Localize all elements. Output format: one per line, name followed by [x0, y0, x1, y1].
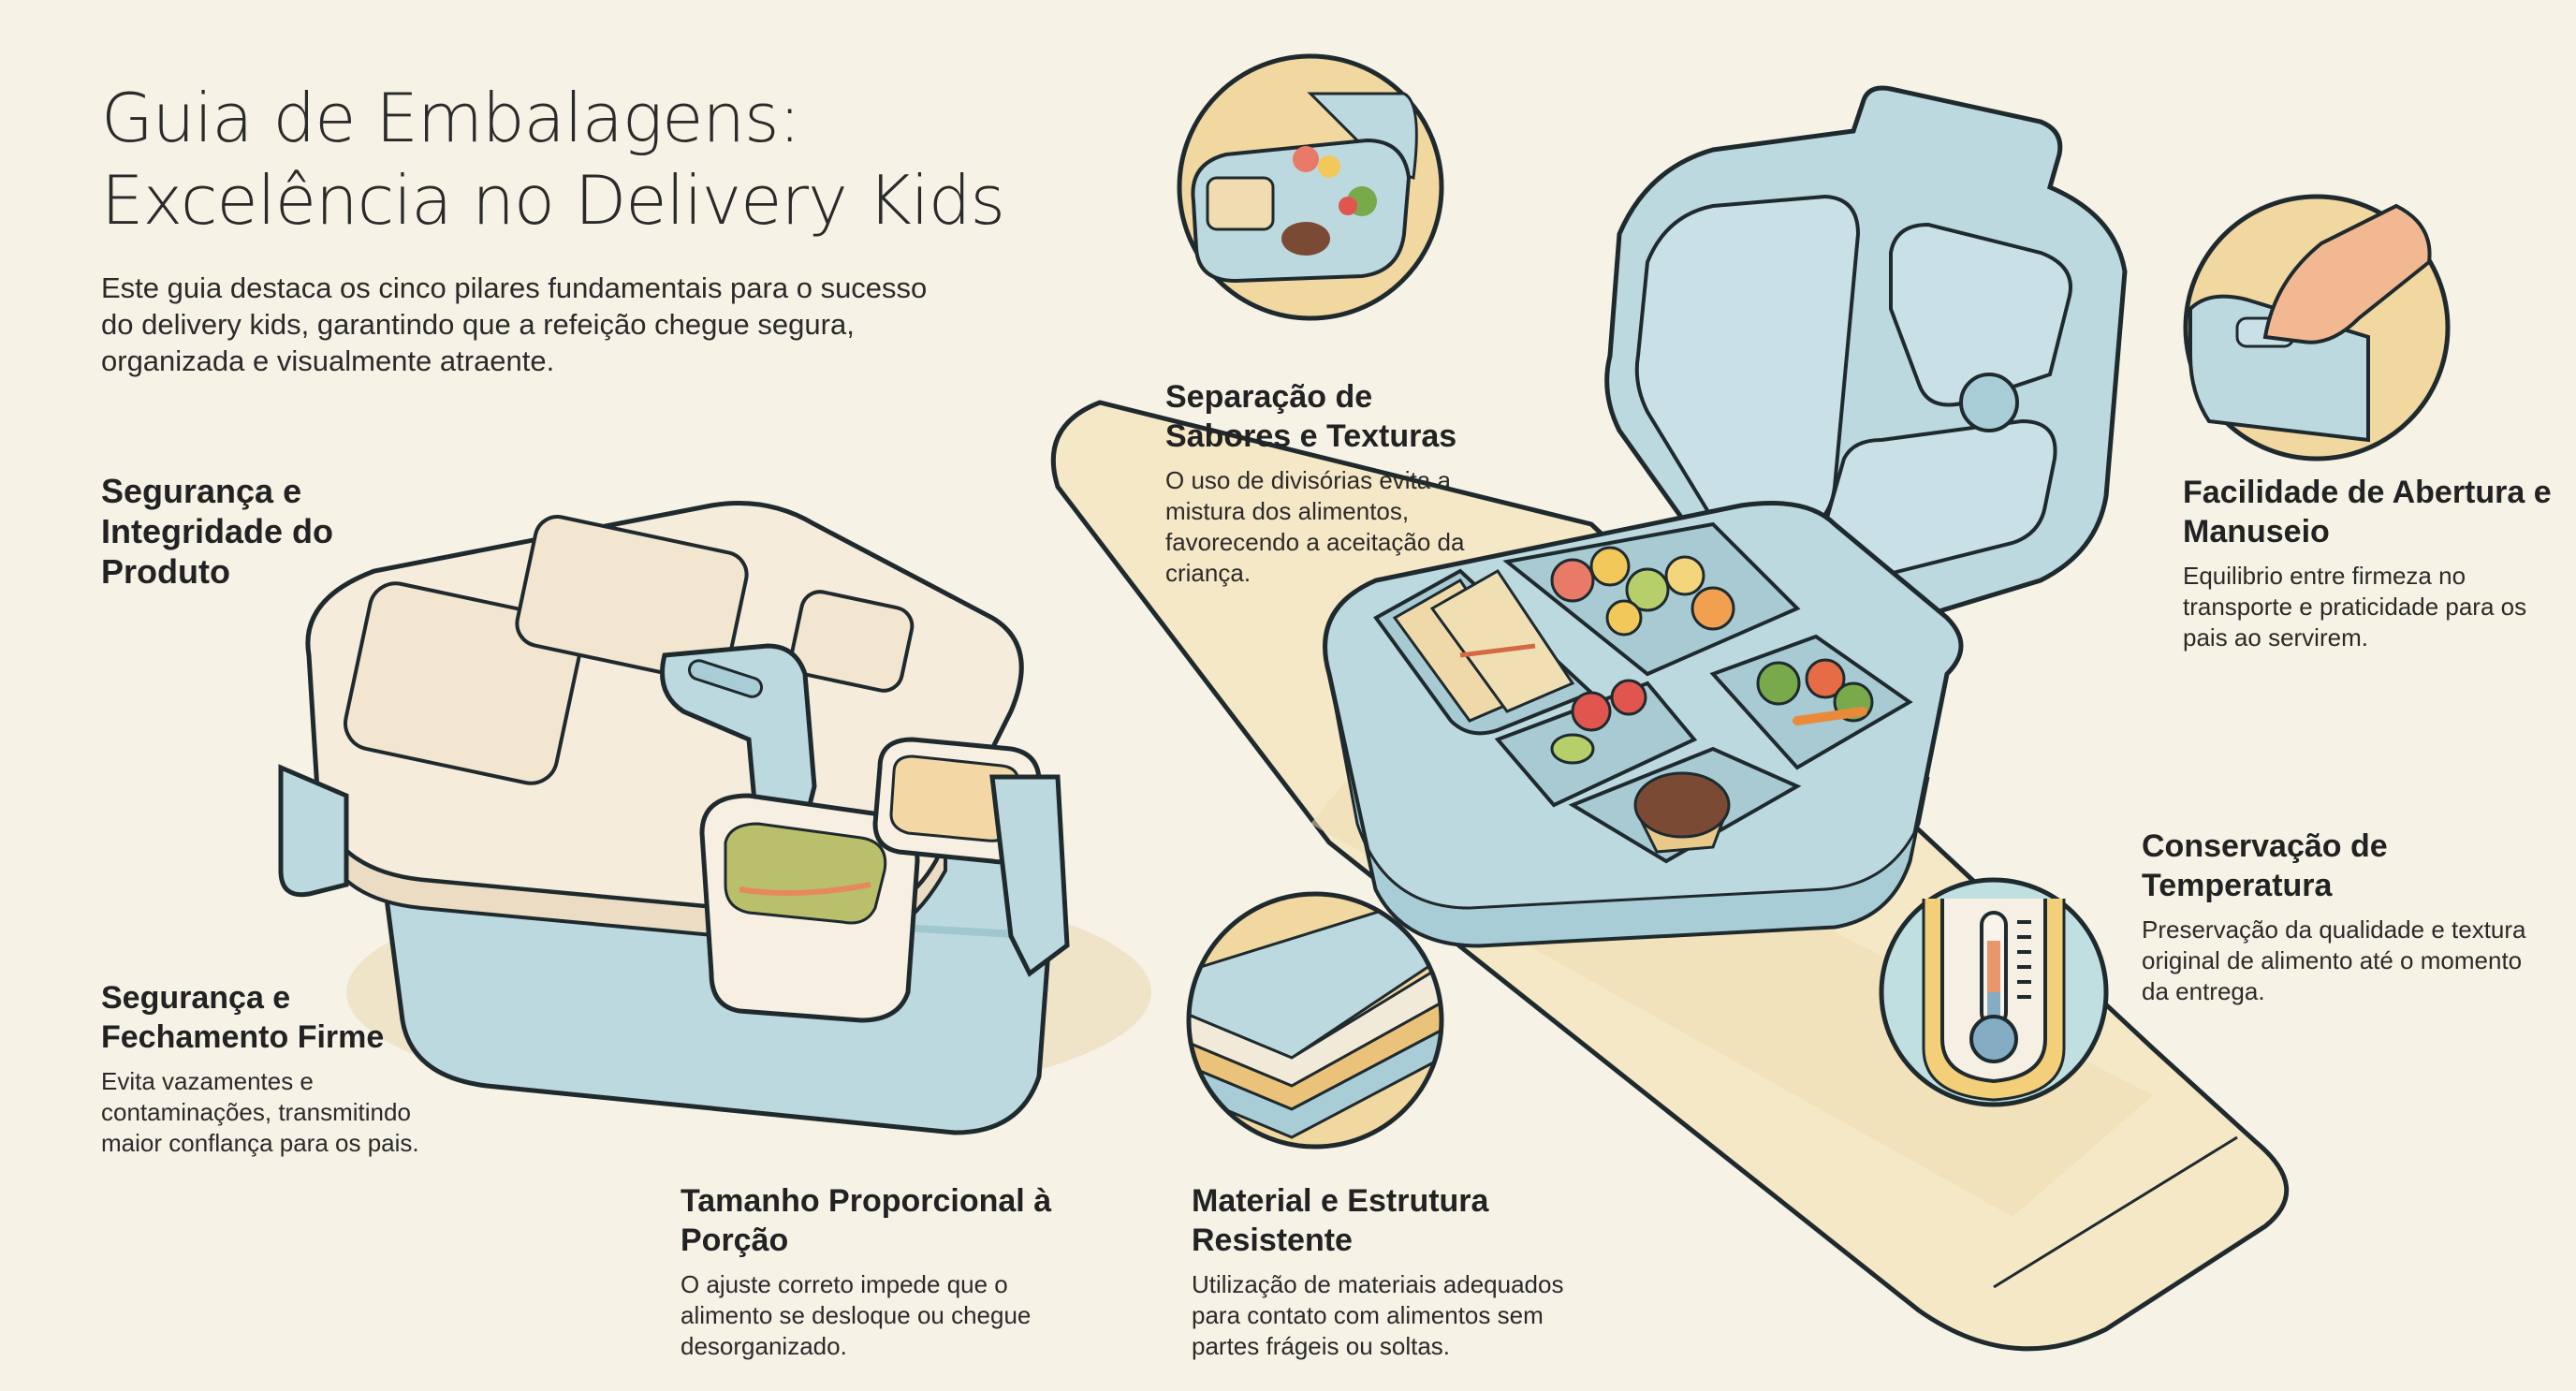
section-tamanho: Tamanho Proporcional à Porção O ajuste c… — [681, 1181, 1064, 1362]
section-abertura: Facilidade de Abertura e Manuseio Equili… — [2183, 473, 2576, 653]
section-temperatura: Conservação de Temperatura Preservação d… — [2142, 827, 2535, 1007]
page-title: Guia de Embalagens: Excelência no Delive… — [101, 77, 1149, 242]
section-description: Utilização de materiais adequados para c… — [1192, 1270, 1564, 1360]
section-description: O uso de divisórias evita a mistura dos … — [1165, 466, 1465, 587]
section-title: Tamanho Proporcional à Porção — [681, 1183, 1052, 1258]
section-separacao: Separação de Sabores e Texturas O uso de… — [1165, 377, 1484, 589]
section-description: Evita vazamentes e contaminações, transm… — [101, 1067, 419, 1157]
open-bento-lunchbox-icon — [1323, 85, 2128, 948]
locking-lid-container-icon — [278, 501, 1070, 1135]
section-integridade: Segurança e Integridade do Produto — [101, 471, 382, 592]
material-layers-icon — [1186, 891, 1444, 1149]
title-line-1: Guia de Embalagens: — [101, 79, 801, 157]
section-description: Equilibrio entre firmeza no transporte e… — [2183, 562, 2527, 652]
section-material: Material e Estrutura Resistente Utilizaç… — [1192, 1181, 1603, 1362]
section-description: O ajuste correto impede que o alimento s… — [681, 1270, 1032, 1360]
section-title: Material e Estrutura Resistente — [1192, 1183, 1489, 1258]
intro-paragraph: Este guia destaca os cinco pilares funda… — [101, 271, 928, 377]
section-title: Separação de Sabores e Texturas — [1165, 379, 1457, 454]
section-fechamento: Segurança e Fechamento Firme Evita vazam… — [101, 978, 476, 1159]
title-line-2: Excelência no Delivery Kids — [101, 161, 1005, 240]
section-description: Preservação da qualidade e textura origi… — [2142, 915, 2526, 1005]
section-title: Facilidade de Abertura e Manuseio — [2183, 475, 2552, 549]
section-title: Conservação de Temperatura — [2142, 828, 2388, 903]
section-title: Segurança e Fechamento Firme — [101, 980, 385, 1055]
section-title: Segurança e Integridade do Produto — [101, 472, 334, 591]
thermometer-icon — [1879, 877, 2109, 1107]
compartment-box-icon — [1177, 53, 1444, 321]
hand-opening-lid-icon — [2183, 194, 2451, 461]
